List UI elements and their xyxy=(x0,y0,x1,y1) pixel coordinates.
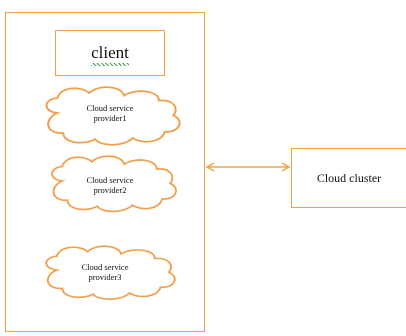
cloud-service-provider-2-label: Cloud service provider2 xyxy=(62,175,158,195)
provider-3-line1: Cloud service xyxy=(81,262,129,272)
cloud-service-provider-1-label: Cloud service provider1 xyxy=(62,103,158,123)
provider-2-line1: Cloud service xyxy=(86,175,134,185)
provider-1-line1: Cloud service xyxy=(86,103,134,113)
cloud-service-provider-3-label: Cloud service provider3 xyxy=(57,262,153,282)
client-label: client xyxy=(91,43,129,66)
cloud-cluster-box: Cloud cluster xyxy=(291,148,406,208)
bidirectional-arrow xyxy=(205,162,291,172)
client-box: client xyxy=(55,30,165,76)
cloud-cluster-label: Cloud cluster xyxy=(316,170,382,185)
provider-3-line2: provider3 xyxy=(88,272,122,282)
provider-2-line2: provider2 xyxy=(93,185,127,195)
client-side-frame xyxy=(5,12,205,332)
provider-1-line2: provider1 xyxy=(93,113,127,123)
